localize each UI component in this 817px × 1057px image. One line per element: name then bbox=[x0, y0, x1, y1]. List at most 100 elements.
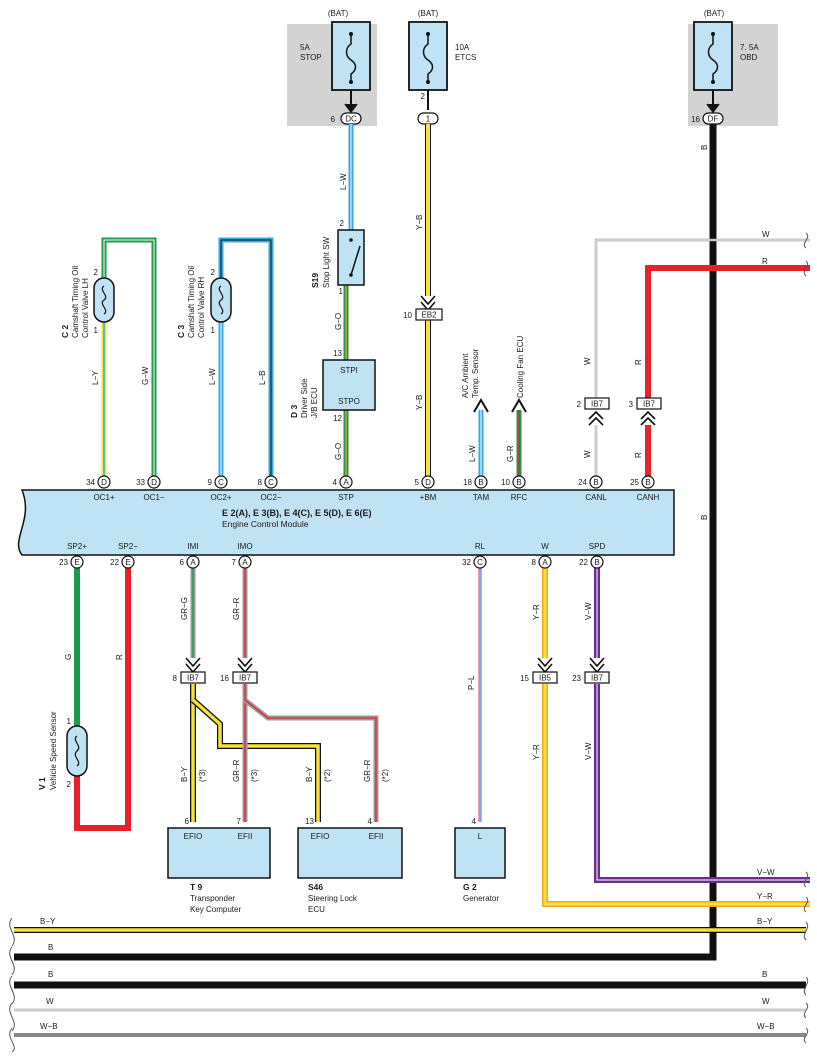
svg-text:(*2): (*2) bbox=[381, 769, 390, 782]
svg-text:D: D bbox=[425, 478, 431, 487]
svg-text:L: L bbox=[478, 832, 483, 841]
fuse-etcs-icon bbox=[422, 34, 434, 82]
svg-text:L−Y: L−Y bbox=[91, 370, 100, 385]
svg-text:D 3: D 3 bbox=[289, 405, 299, 419]
component-c3: 2 1 C 3 Camshaft Timing Oil Control Valv… bbox=[176, 266, 232, 338]
svg-text:SP2−: SP2− bbox=[118, 542, 138, 551]
svg-text:2: 2 bbox=[421, 92, 426, 101]
svg-text:Y−R: Y−R bbox=[532, 744, 541, 760]
svg-text:18: 18 bbox=[463, 478, 472, 487]
svg-text:B: B bbox=[48, 970, 53, 979]
fuse-obd-bat: (BAT) bbox=[704, 9, 725, 18]
svg-text:DF: DF bbox=[708, 115, 719, 124]
coil-icon bbox=[74, 735, 80, 767]
svg-text:W−B: W−B bbox=[40, 1022, 58, 1031]
svg-text:1: 1 bbox=[94, 326, 99, 335]
junction-ib7-imi: IB7 8 bbox=[173, 657, 206, 684]
svg-text:P−L: P−L bbox=[467, 675, 476, 690]
svg-text:W−B: W−B bbox=[757, 1022, 775, 1031]
svg-text:STP: STP bbox=[338, 493, 354, 502]
svg-text:A: A bbox=[242, 558, 248, 567]
svg-text:8: 8 bbox=[173, 674, 178, 683]
svg-text:32: 32 bbox=[462, 558, 471, 567]
junction-ib7-canl: IB7 2 bbox=[577, 397, 610, 426]
svg-text:10: 10 bbox=[403, 311, 412, 320]
svg-text:B−Y: B−Y bbox=[757, 917, 773, 926]
svg-text:23: 23 bbox=[572, 674, 581, 683]
term-w: A8W bbox=[532, 542, 552, 569]
svg-text:R: R bbox=[634, 359, 643, 365]
svg-text:RFC: RFC bbox=[511, 493, 528, 502]
svg-text:L−W: L−W bbox=[339, 173, 348, 190]
fuse-etcs-bat: (BAT) bbox=[418, 9, 439, 18]
svg-text:W: W bbox=[762, 997, 770, 1006]
junction-ib7-imo: IB7 16 bbox=[220, 657, 258, 684]
junction-ib7-canh: IB7 3 bbox=[629, 397, 662, 426]
svg-text:C: C bbox=[268, 478, 274, 487]
fuse-obd-rating: 7. 5A bbox=[740, 43, 759, 52]
component-v1: 1 2 V 1 Vehicle Speed Sensor bbox=[37, 711, 88, 790]
svg-text:IB5: IB5 bbox=[539, 674, 552, 683]
fuse-obd-name: OBD bbox=[740, 53, 758, 62]
svg-text:EFII: EFII bbox=[238, 832, 253, 841]
svg-text:OC2−: OC2− bbox=[260, 493, 281, 502]
svg-text:B−Y: B−Y bbox=[180, 766, 189, 782]
ambient-sensor-label: A/C Ambient bbox=[461, 353, 470, 398]
term-bm: D5+BM bbox=[415, 475, 437, 502]
svg-text:16: 16 bbox=[220, 674, 229, 683]
svg-text:9: 9 bbox=[208, 478, 213, 487]
svg-text:IB7: IB7 bbox=[187, 674, 200, 683]
svg-text:B: B bbox=[762, 970, 767, 979]
svg-text:+BM: +BM bbox=[420, 493, 437, 502]
svg-text:G−R: G−R bbox=[506, 445, 515, 462]
svg-text:Key Computer: Key Computer bbox=[190, 905, 241, 914]
svg-text:B: B bbox=[700, 515, 709, 520]
svg-text:OC2+: OC2+ bbox=[210, 493, 231, 502]
svg-text:Y−B: Y−B bbox=[415, 395, 424, 410]
svg-text:G 2: G 2 bbox=[463, 882, 477, 892]
svg-text:CANH: CANH bbox=[637, 493, 660, 502]
svg-text:STPI: STPI bbox=[340, 366, 358, 375]
svg-text:Camshaft Timing Oil: Camshaft Timing Oil bbox=[71, 266, 80, 338]
svg-text:1: 1 bbox=[67, 717, 72, 726]
svg-text:8: 8 bbox=[258, 478, 263, 487]
svg-text:13: 13 bbox=[333, 349, 342, 358]
svg-text:33: 33 bbox=[136, 478, 145, 487]
svg-text:Y−R: Y−R bbox=[757, 892, 773, 901]
svg-text:B: B bbox=[594, 558, 599, 567]
svg-text:10: 10 bbox=[501, 478, 510, 487]
svg-text:24: 24 bbox=[578, 478, 587, 487]
svg-text:2: 2 bbox=[211, 268, 216, 277]
svg-text:L−B: L−B bbox=[258, 371, 267, 385]
svg-text:1: 1 bbox=[426, 115, 431, 124]
svg-text:GR−R: GR−R bbox=[363, 759, 372, 782]
fuse-stop-bat: (BAT) bbox=[328, 9, 349, 18]
fuse-obd-icon bbox=[707, 34, 719, 82]
svg-text:B: B bbox=[645, 478, 650, 487]
svg-text:EFIO: EFIO bbox=[311, 832, 330, 841]
svg-text:T 9: T 9 bbox=[190, 882, 203, 892]
svg-text:R: R bbox=[115, 654, 124, 660]
component-s46: EFIO EFII 13 4 S46 Steering Lock ECU bbox=[297, 817, 403, 914]
svg-text:34: 34 bbox=[86, 478, 95, 487]
svg-text:8: 8 bbox=[532, 558, 537, 567]
svg-text:V−W: V−W bbox=[584, 602, 593, 620]
svg-text:1: 1 bbox=[339, 287, 344, 296]
svg-text:IB7: IB7 bbox=[591, 400, 604, 409]
svg-text:V−W: V−W bbox=[757, 868, 775, 877]
ambient-sensor-label2: Temp. Sensor bbox=[471, 348, 480, 398]
svg-text:7: 7 bbox=[232, 558, 237, 567]
switch-icon bbox=[350, 245, 361, 276]
svg-text:22: 22 bbox=[110, 558, 119, 567]
svg-text:22: 22 bbox=[579, 558, 588, 567]
svg-text:V 1: V 1 bbox=[37, 777, 47, 790]
svg-text:S19: S19 bbox=[310, 273, 320, 288]
